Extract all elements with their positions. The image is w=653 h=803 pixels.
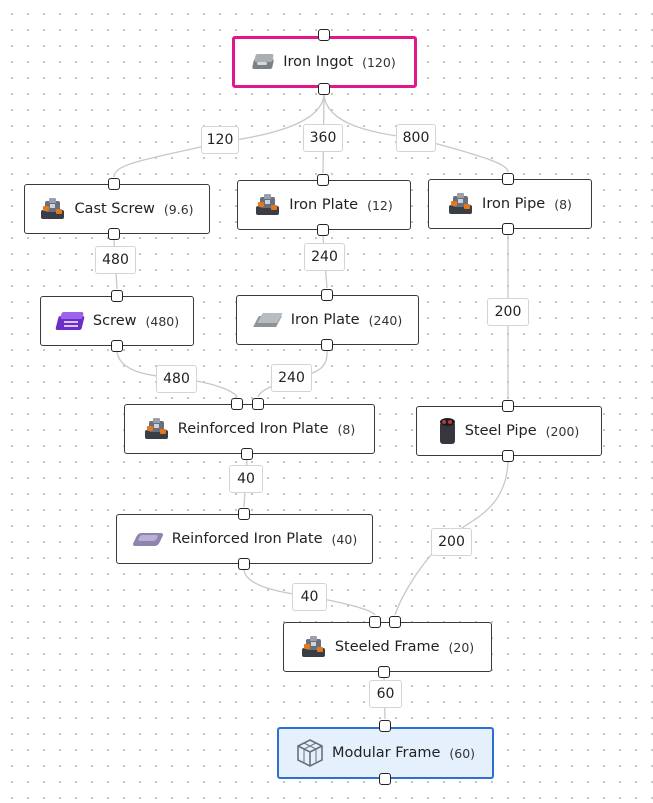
input-port[interactable] <box>502 173 514 185</box>
node-label: Screw <box>92 313 137 329</box>
edge-label: 480 <box>156 365 197 393</box>
output-port[interactable] <box>502 450 514 462</box>
node-quantity: (8) <box>554 196 572 212</box>
edge-label: 40 <box>292 583 327 611</box>
node-quantity: (200) <box>545 423 580 439</box>
node-label: Iron Plate <box>289 197 359 213</box>
node-quantity: (9.6) <box>163 201 194 217</box>
input-port[interactable] <box>502 400 514 412</box>
node-reinforced-iron-plate[interactable]: Reinforced Iron Plate (40) <box>116 514 373 564</box>
output-port[interactable] <box>238 558 250 570</box>
node-label: Iron Pipe <box>482 196 546 212</box>
input-port[interactable] <box>238 508 250 520</box>
node-label: Reinforced Iron Plate <box>171 531 323 547</box>
output-port[interactable] <box>321 339 333 351</box>
steel-pipe-icon <box>439 416 457 446</box>
input-port[interactable] <box>321 289 333 301</box>
node-quantity: (60) <box>449 745 476 761</box>
node-cast-screw[interactable]: Cast Screw (9.6) <box>24 184 210 234</box>
input-port[interactable] <box>317 174 329 186</box>
node-label: Reinforced Iron Plate <box>177 421 329 437</box>
iron-plate-icon <box>252 309 283 331</box>
node-label: Cast Screw <box>74 201 155 217</box>
reinforced-iron-plate-icon <box>131 528 164 550</box>
node-quantity: (40) <box>331 531 358 547</box>
node-iron-plate[interactable]: Iron Plate (240) <box>236 295 419 345</box>
edge-label: 240 <box>304 243 345 271</box>
iron-ingot-icon <box>252 52 275 72</box>
node-quantity: (120) <box>362 54 396 70</box>
node-screw[interactable]: Screw (480) <box>40 296 194 346</box>
node-iron-ingot[interactable]: Iron Ingot (120) <box>232 36 417 88</box>
edge-label: 40 <box>229 465 263 493</box>
output-port[interactable] <box>379 773 391 785</box>
input-port[interactable] <box>111 290 123 302</box>
output-port[interactable] <box>378 666 390 678</box>
edge-label: 800 <box>396 124 436 152</box>
input-port[interactable] <box>231 398 243 410</box>
node-iron-pipe[interactable]: Iron Pipe (8) <box>428 179 592 229</box>
output-port[interactable] <box>241 448 253 460</box>
output-port[interactable] <box>317 224 329 236</box>
input-port[interactable] <box>318 29 330 41</box>
output-port[interactable] <box>318 83 330 95</box>
input-port[interactable] <box>389 616 401 628</box>
output-port[interactable] <box>108 228 120 240</box>
assembler-icon <box>144 417 170 441</box>
input-port[interactable] <box>369 616 381 628</box>
node-label: Iron Plate <box>290 312 360 328</box>
screw-icon <box>55 310 85 332</box>
foundry-icon <box>40 197 66 221</box>
modular-frame-icon <box>296 738 324 768</box>
output-port[interactable] <box>502 223 514 235</box>
node-quantity: (240) <box>368 312 403 328</box>
edge-label: 120 <box>201 126 239 154</box>
edge-label: 240 <box>271 364 312 392</box>
input-port[interactable] <box>252 398 264 410</box>
constructor-icon <box>255 193 281 217</box>
node-quantity: (20) <box>448 639 475 655</box>
node-label: Steeled Frame <box>334 639 440 655</box>
edge-label: 360 <box>303 124 343 152</box>
edge-label: 60 <box>369 680 402 708</box>
edge-label: 480 <box>95 246 136 274</box>
constructor-icon <box>448 192 474 216</box>
node-label: Iron Ingot <box>283 54 354 70</box>
node-reinforced-iron-plate-machine[interactable]: Reinforced Iron Plate (8) <box>124 404 375 454</box>
node-label: Modular Frame <box>331 745 441 761</box>
node-steeled-frame[interactable]: Steeled Frame (20) <box>283 622 492 672</box>
output-port[interactable] <box>111 340 123 352</box>
node-steel-pipe[interactable]: Steel Pipe (200) <box>416 406 602 456</box>
edge-label: 200 <box>431 528 472 556</box>
node-iron-plate-machine[interactable]: Iron Plate (12) <box>237 180 411 230</box>
node-modular-frame[interactable]: Modular Frame (60) <box>277 727 494 779</box>
assembler-icon <box>301 635 327 659</box>
node-quantity: (12) <box>367 197 393 213</box>
node-quantity: (480) <box>145 313 180 329</box>
edge-label: 200 <box>487 298 529 326</box>
node-quantity: (8) <box>337 421 356 437</box>
input-port[interactable] <box>108 178 120 190</box>
input-port[interactable] <box>379 720 391 732</box>
node-label: Steel Pipe <box>464 423 537 439</box>
